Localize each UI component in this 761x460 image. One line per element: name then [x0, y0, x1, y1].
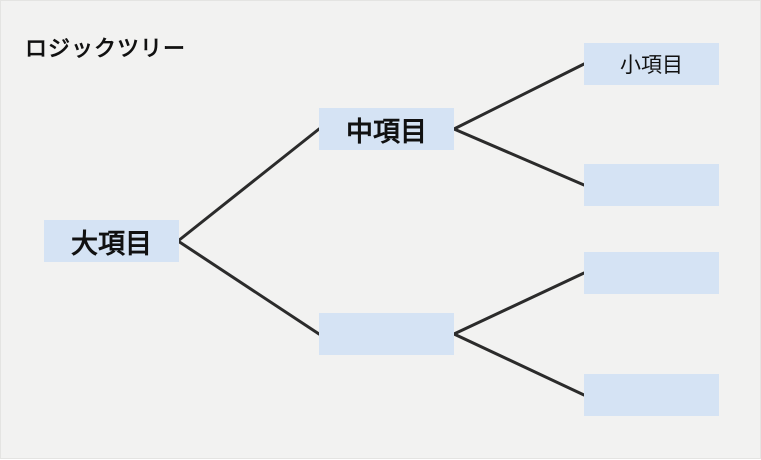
connector-middle-1-to-leaf-2 [452, 127, 586, 187]
leaf-node-box-2 [584, 164, 719, 206]
connector-middle-2-to-leaf-4 [452, 332, 586, 397]
middle-node-box-2 [319, 313, 454, 355]
middle-node-label-1: 中項目 [346, 116, 427, 148]
diagram-title: ロジックツリー [25, 36, 187, 62]
leaf-node-box-4 [584, 374, 719, 416]
connector-root-to-middle-2 [176, 239, 321, 336]
middle-node-box-1: 中項目 [319, 108, 454, 150]
connector-middle-1-to-leaf-1 [452, 62, 586, 131]
root-node-box: 大項目 [44, 220, 179, 262]
root-node-label: 大項目 [71, 228, 152, 260]
connector-root-to-middle-1 [176, 127, 321, 243]
connector-middle-2-to-leaf-3 [452, 271, 586, 336]
leaf-node-label-1: 小項目 [620, 53, 683, 77]
leaf-node-box-1: 小項目 [584, 43, 719, 85]
leaf-node-box-3 [584, 252, 719, 294]
